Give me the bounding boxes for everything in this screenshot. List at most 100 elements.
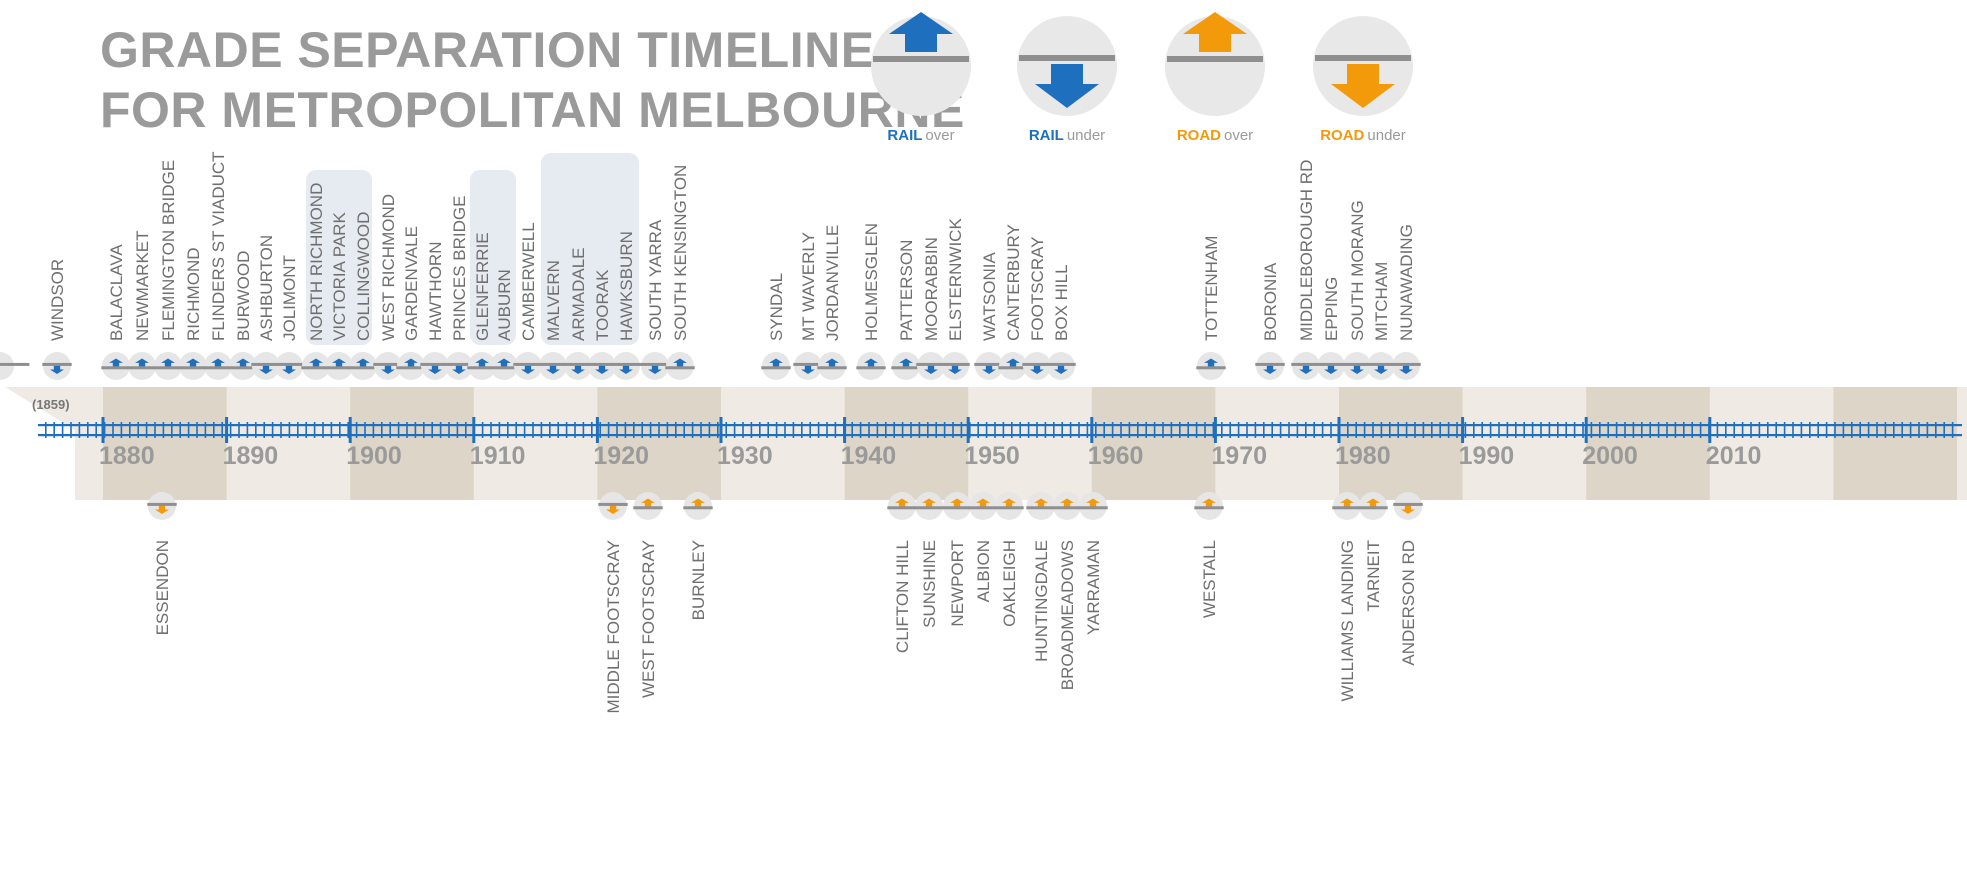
track-sleeper <box>599 422 601 438</box>
legend-kind: ROAD <box>1177 127 1221 144</box>
rail-over-icon <box>101 352 131 380</box>
event-flinders-st-viaduct: FLINDERS ST VIADUCT <box>203 151 233 380</box>
track-sleeper <box>952 422 954 438</box>
icon-deck <box>856 366 886 370</box>
decade-band <box>1833 387 1957 500</box>
rail-under-icon <box>793 352 823 380</box>
legend-deck <box>1315 55 1411 61</box>
track-sleeper <box>431 422 433 438</box>
track-sleeper <box>1565 422 1567 438</box>
road-over-icon <box>1052 492 1082 520</box>
track-sleeper <box>1489 422 1492 438</box>
arrow-down <box>948 365 962 374</box>
track-sleeper <box>1909 422 1912 438</box>
arrow-down <box>571 365 585 374</box>
rail-under-icon <box>0 352 30 380</box>
track-sleeper <box>1725 422 1727 438</box>
arrow-down <box>1263 365 1277 374</box>
track-sleeper <box>1573 422 1576 438</box>
track-sleeper <box>1506 422 1509 438</box>
arrow-up <box>356 358 370 367</box>
track-sleeper <box>1305 422 1307 438</box>
road-over-icon <box>887 492 917 520</box>
decade-tick <box>1337 417 1341 443</box>
track-rail-top <box>38 424 1962 427</box>
track-sleeper <box>591 422 593 438</box>
event-essendon: ESSENDON <box>147 492 177 635</box>
track-sleeper <box>1792 422 1794 438</box>
event-label: CANTERBURY <box>1004 224 1023 341</box>
icon-deck <box>324 366 354 370</box>
road-over-icon <box>1194 492 1224 520</box>
event-label: HAWTHORN <box>426 242 445 341</box>
arrow-up <box>1202 498 1216 507</box>
event-north-richmond: NORTH RICHMOND <box>301 183 331 380</box>
legend-deck <box>873 56 969 62</box>
track-sleeper <box>809 422 811 438</box>
arrow-up <box>1002 498 1016 507</box>
track-sleeper <box>1884 422 1887 438</box>
track-sleeper <box>532 422 534 438</box>
event-label: WEST RICHMOND <box>379 194 398 341</box>
track-sleeper <box>456 422 459 438</box>
event-watsonia: WATSONIA <box>974 252 1004 380</box>
decade-tick <box>1090 417 1094 443</box>
icon-deck <box>1078 506 1108 510</box>
track-sleeper <box>1145 422 1147 438</box>
track-sleeper <box>759 422 761 438</box>
event-armadale: ARMADALE <box>563 247 593 380</box>
event-label: WATSONIA <box>980 252 999 341</box>
railway-track <box>38 417 1962 443</box>
track-sleeper <box>658 422 660 438</box>
track-sleeper <box>666 422 669 438</box>
event-camberwell: CAMBERWELL <box>513 222 543 380</box>
track-sleeper <box>1447 422 1450 438</box>
road-over-icon <box>1078 492 1108 520</box>
event-label: BROADMEADOWS <box>1058 540 1077 690</box>
track-sleeper <box>977 422 979 438</box>
track-sleeper <box>498 422 501 438</box>
icon-deck <box>891 366 921 370</box>
arrow-up <box>899 358 913 367</box>
arrow-down <box>648 365 662 374</box>
event-label: WINDSOR <box>48 259 67 341</box>
event-label: OAKLEIGH <box>1000 540 1019 627</box>
track-sleeper <box>565 422 568 438</box>
track-sleeper <box>985 422 988 438</box>
arrow-up <box>211 358 225 367</box>
rail-over-icon <box>348 352 378 380</box>
rail-over-icon <box>324 352 354 380</box>
track-sleeper <box>616 422 618 438</box>
event-label: ARMADALE <box>569 247 588 341</box>
group-box-3 <box>541 153 639 345</box>
track-sleeper <box>1817 422 1819 438</box>
track-sleeper <box>1153 422 1156 438</box>
track-sleeper <box>1170 422 1173 438</box>
rail-under-icon <box>640 352 670 380</box>
track-sleeper <box>1750 422 1752 438</box>
icon-deck <box>887 506 917 510</box>
icon-deck <box>942 506 972 510</box>
rail-under-icon <box>1391 352 1421 380</box>
event-jolimont: JOLIMONT <box>274 255 304 380</box>
track-sleeper <box>280 422 282 438</box>
track-sleeper <box>1951 422 1954 438</box>
icon-deck <box>640 362 670 366</box>
rail-over-icon <box>761 352 791 380</box>
track-sleeper <box>1439 422 1441 438</box>
rail-over-icon <box>891 352 921 380</box>
decade-band <box>103 387 227 500</box>
event-williams-landing: WILLIAMS LANDING <box>1332 492 1362 702</box>
icon-deck <box>968 506 998 510</box>
track-sleeper <box>204 422 207 438</box>
track-sleeper <box>641 422 643 438</box>
event-anderson-rd: ANDERSON RD <box>1393 492 1423 666</box>
icon-deck <box>147 502 177 506</box>
event-label: NEWMARKET <box>133 231 152 342</box>
event-canterbury: CANTERBURY <box>998 224 1028 380</box>
event-label: WEST FOOTSCRAY <box>639 540 658 698</box>
event-sunshine: SUNSHINE <box>914 492 944 628</box>
legend-sub: over <box>1224 127 1253 144</box>
event-hawthorn: HAWTHORN <box>420 242 450 380</box>
